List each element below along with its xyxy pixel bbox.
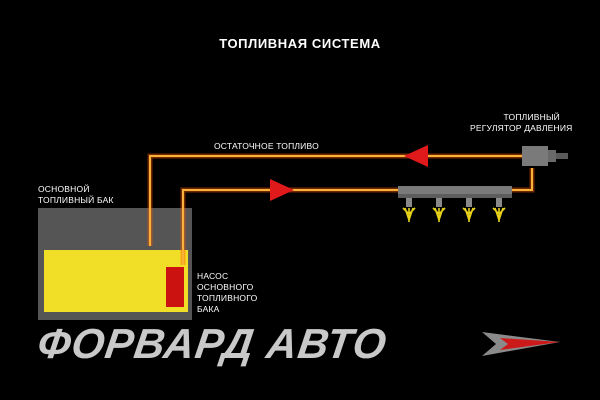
fuel-level [44,250,188,312]
return-flow-arrow [404,145,428,167]
diagram-title: ТОПЛИВНАЯ СИСТЕМА [219,36,381,51]
residual-fuel-label: ОСТАТОЧНОЕ ТОПЛИВО [214,141,319,151]
pressure-regulator [522,146,568,166]
supply-fuel-line [180,168,535,265]
fuel-pump [166,267,184,307]
company-logo: ФОРВАРД АВТО [34,320,391,367]
injector-1 [402,198,416,223]
main-tank-label: ОСНОВНОЙ ТОПЛИВНЫЙ БАК [38,184,114,205]
return-fuel-line [147,153,542,246]
fuel-rail [398,186,512,198]
supply-flow-arrow [270,179,294,201]
injector-4 [492,198,506,223]
injector-3 [462,198,476,223]
injector-2 [432,198,446,223]
pressure-regulator-label: ТОПЛИВНЫЙ РЕГУЛЯТОР ДАВЛЕНИЯ [470,112,573,133]
pump-label: НАСОС ОСНОВНОГО ТОПЛИВНОГО БАКА [197,271,258,314]
logo-arrow-icon [482,332,560,356]
